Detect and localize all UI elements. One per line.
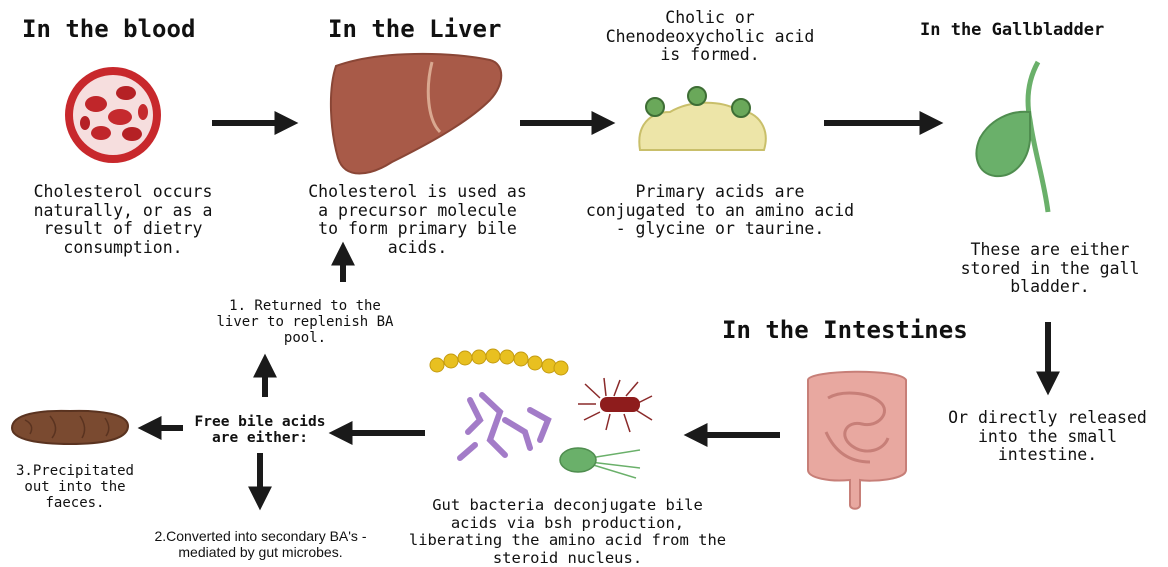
caption-liver: Cholesterol is used as a precursor molec… (285, 183, 550, 258)
label-free-bile-acids: Free bile acids are either: (180, 414, 340, 447)
outcome-precipitated-faeces: 3.Precipitated out into the faeces. (5, 464, 145, 511)
outcome-converted-secondary: 2.Converted into secondary BA's - mediat… (128, 529, 393, 561)
heading-in-the-gallbladder: In the Gallbladder (920, 21, 1140, 40)
bile-acid-molecule-icon (639, 87, 765, 150)
gallbladder-icon (976, 62, 1048, 212)
caption-blood: Cholesterol occurs naturally, or as a re… (8, 183, 238, 258)
liver-icon (331, 54, 501, 174)
caption-gut-bacteria: Gut bacteria deconjugate bile acids via … (395, 497, 740, 567)
caption-gallbladder: These are either stored in the gall blad… (945, 241, 1155, 297)
caption-acid: Primary acids are conjugated to an amino… (560, 183, 880, 239)
heading-acid-formed: Cholic or Chenodeoxycholic acid is forme… (575, 9, 845, 65)
heading-in-the-intestines: In the Intestines (722, 317, 992, 344)
caption-intestines: Or directly released into the small inte… (930, 409, 1165, 465)
intestines-icon (808, 372, 906, 509)
blood-vessel-icon (65, 67, 161, 163)
faeces-icon (12, 411, 128, 444)
gut-bacteria-icon (430, 349, 652, 478)
heading-in-the-blood: In the blood (22, 16, 212, 43)
heading-in-the-liver: In the Liver (328, 16, 518, 43)
outcome-returned-to-liver: 1. Returned to the liver to replenish BA… (200, 299, 410, 346)
